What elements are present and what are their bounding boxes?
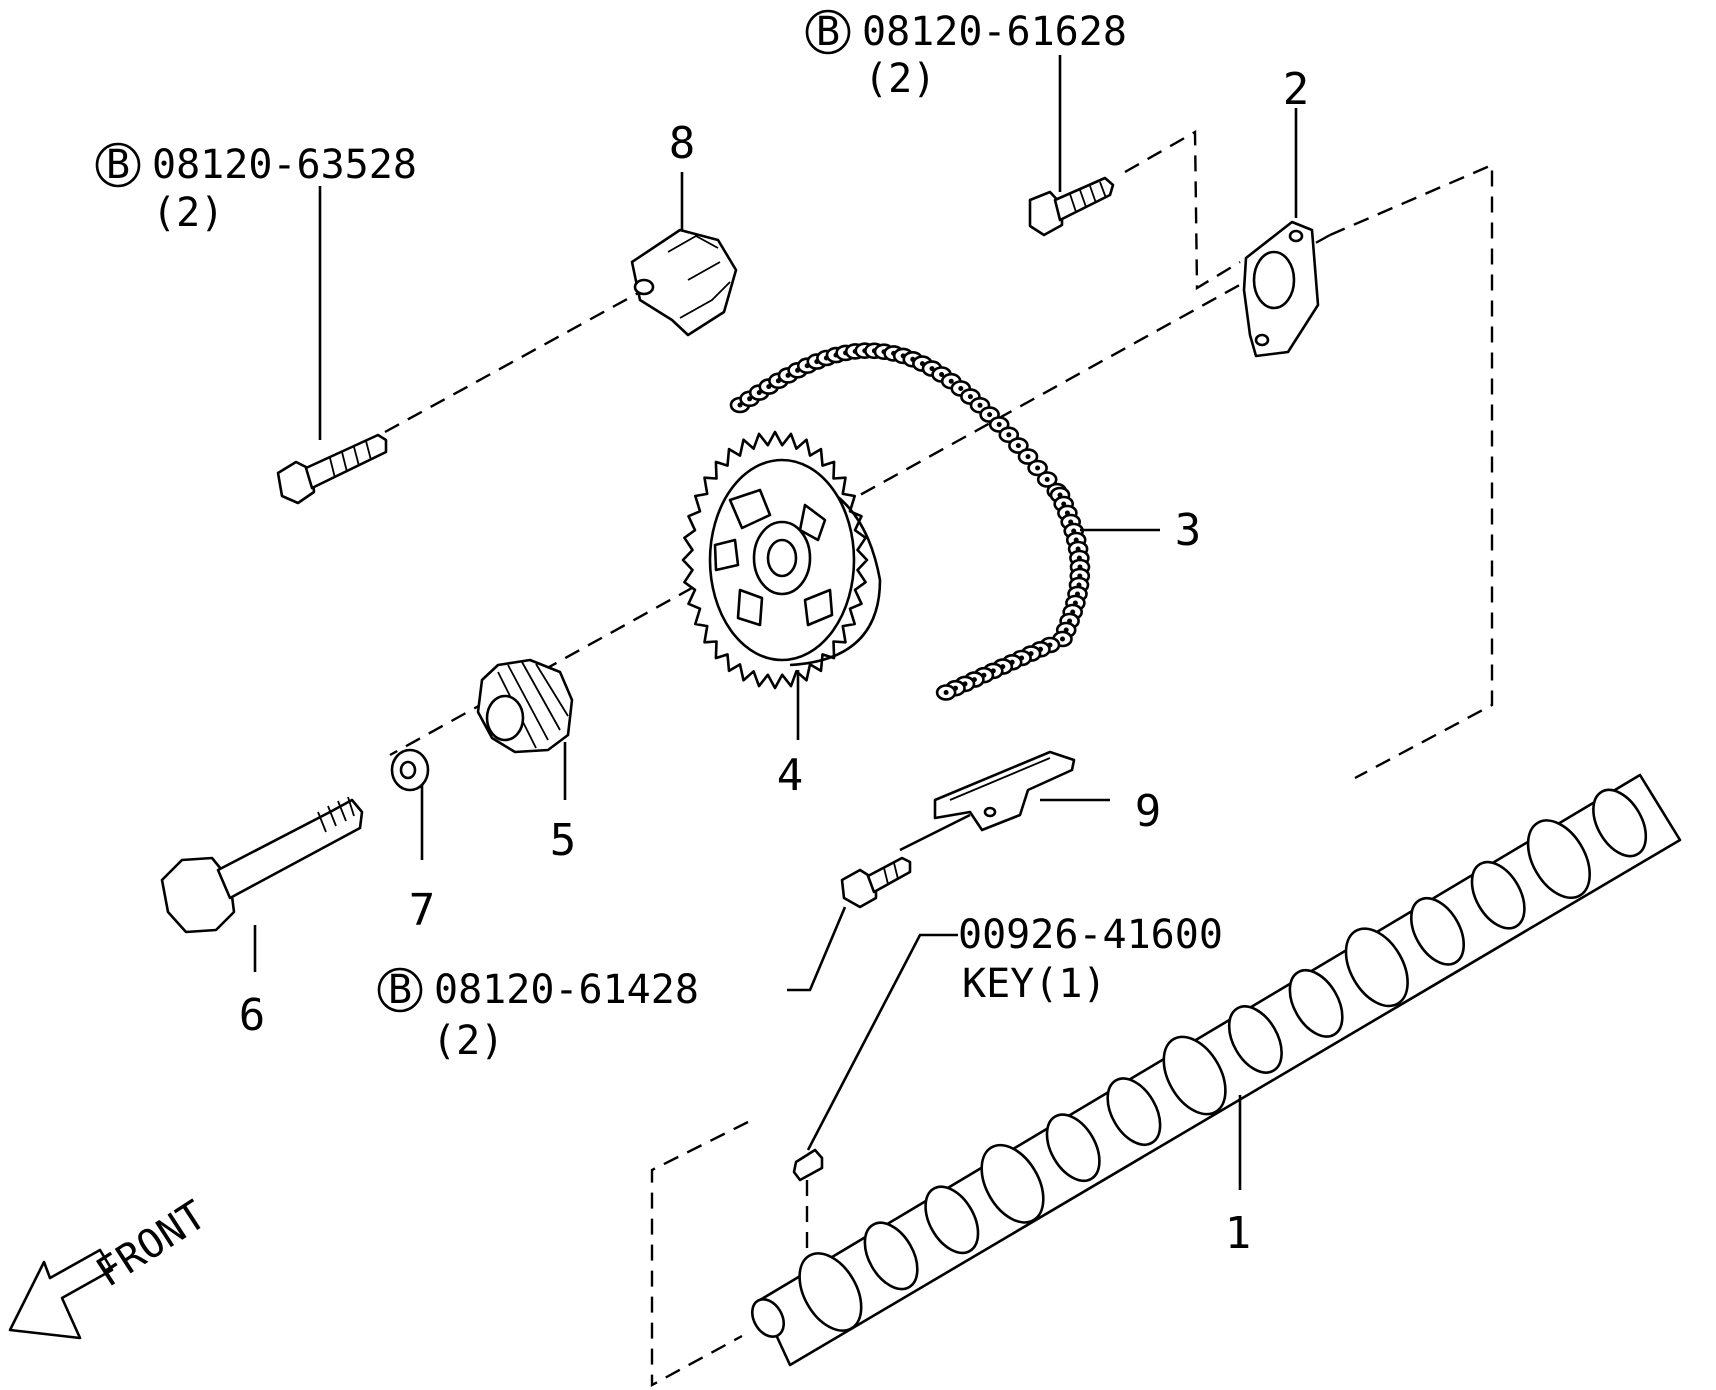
part-number: 08120-61428 xyxy=(434,967,699,1013)
key-part-number: 00926-41600 xyxy=(958,912,1223,958)
chain-pin xyxy=(747,396,753,402)
cam-lobe xyxy=(1045,1113,1101,1183)
bolt-mid xyxy=(840,856,912,909)
label-part-2: 2 xyxy=(1283,64,1310,115)
label-part-9: 9 xyxy=(1135,786,1162,837)
camshaft-end xyxy=(750,1298,786,1338)
chain-tensioner-part-8 xyxy=(630,228,738,337)
quantity: (2) xyxy=(152,190,224,236)
chain-pin xyxy=(1025,454,1031,460)
label-part-3: 3 xyxy=(1175,505,1202,556)
label-part-6: 6 xyxy=(239,990,266,1041)
label-part-4: 4 xyxy=(777,750,804,801)
cam-lobe xyxy=(1526,819,1591,900)
cam-lobe xyxy=(1409,896,1466,966)
callout-bolt-left: B 08120-63528 (2) xyxy=(95,142,417,236)
b-prefix: B xyxy=(106,142,130,188)
chain-pin xyxy=(987,412,993,418)
quantity: (2) xyxy=(864,56,936,102)
quantity: (2) xyxy=(432,1018,504,1064)
bolt-left xyxy=(276,433,388,505)
cam-sprocket-part-4 xyxy=(681,430,882,690)
chain-pin xyxy=(958,386,964,391)
front-label: FRONT xyxy=(88,1192,214,1296)
front-direction-arrow: FRONT xyxy=(8,1192,214,1340)
chain-pin xyxy=(948,378,954,384)
cam-lobe xyxy=(1344,927,1409,1008)
part-number: 08120-63528 xyxy=(152,142,417,188)
cam-lobe xyxy=(980,1143,1045,1224)
chain-pin xyxy=(737,402,743,408)
b-prefix: B xyxy=(816,9,840,55)
callout-bolt-mid: B 08120-61428 (2) xyxy=(377,967,699,1064)
chain-pin xyxy=(967,394,973,400)
washer-part-7 xyxy=(390,748,430,792)
cam-lobe xyxy=(1106,1077,1162,1146)
chain-pin xyxy=(1044,477,1050,482)
cam-lobe xyxy=(1162,1035,1227,1116)
chain-pin xyxy=(943,690,949,695)
chain-guide-plate-part-2 xyxy=(1242,220,1320,358)
cam-lobe xyxy=(924,1185,980,1255)
key-description: KEY(1) xyxy=(962,961,1107,1007)
chain-pin xyxy=(939,372,945,377)
bolt-top xyxy=(1028,176,1115,237)
label-part-5: 5 xyxy=(550,815,577,866)
leader-lines xyxy=(253,55,1298,1190)
timing-chain-part-3 xyxy=(729,342,1091,701)
chain-pin xyxy=(977,402,983,408)
cam-lobe xyxy=(1227,1005,1283,1074)
cam-lobe xyxy=(1592,788,1648,858)
woodruff-key xyxy=(792,1148,824,1182)
callout-bolt-top: B 08120-61628 (2) xyxy=(805,9,1127,102)
camshaft-part-1 xyxy=(750,773,1682,1367)
cam-lobe xyxy=(863,1221,919,1291)
chain-pin xyxy=(1015,443,1021,449)
chain-pin xyxy=(996,422,1002,427)
cam-bolt-part-6 xyxy=(160,796,364,934)
part-number: 08120-61628 xyxy=(862,9,1127,55)
part-number-labels: 2 8 3 4 5 7 6 9 1 xyxy=(239,64,1310,1259)
label-part-8: 8 xyxy=(669,118,696,169)
chain-pin xyxy=(1035,465,1041,471)
distributor-gear-part-5 xyxy=(476,658,574,754)
callout-key: 00926-41600 KEY(1) xyxy=(958,912,1223,1007)
chain-guide-part-9 xyxy=(933,750,1076,832)
label-part-7: 7 xyxy=(409,885,436,936)
cam-lobe xyxy=(1288,969,1344,1038)
b-prefix: B xyxy=(388,967,412,1013)
label-part-1: 1 xyxy=(1225,1208,1252,1259)
cam-lobe xyxy=(1470,860,1526,930)
chain-pin xyxy=(1060,636,1065,642)
cam-lobe xyxy=(798,1252,863,1332)
chain-pin xyxy=(1006,432,1012,438)
